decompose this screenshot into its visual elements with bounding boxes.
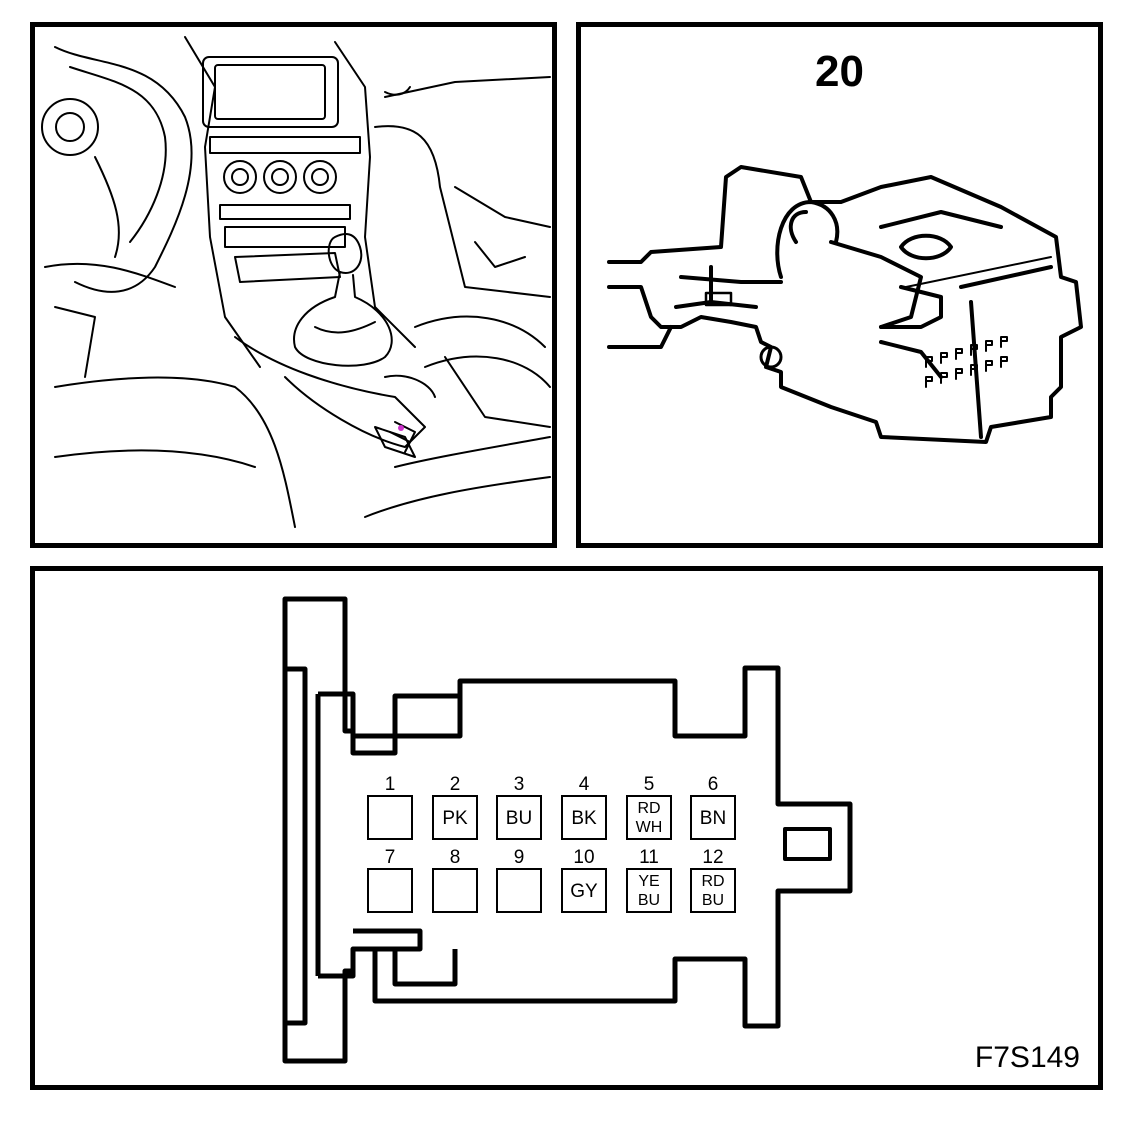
- location-view-panel: [30, 22, 557, 548]
- connector-number: 20: [815, 47, 864, 96]
- pin-number: 1: [385, 774, 396, 795]
- pin-5: 5RD WH: [626, 774, 672, 840]
- connector-face-drawing: [282, 596, 853, 1064]
- wire-color-code: YE: [638, 873, 659, 890]
- pin-8: 8: [432, 847, 478, 913]
- pin-4: 4BK: [561, 774, 607, 840]
- pin-cavity: [561, 795, 607, 840]
- pin-1: 1: [367, 774, 413, 840]
- connector-3d-drawing: [607, 165, 1083, 444]
- pin-cavity: [367, 868, 413, 913]
- pin-cavity: [496, 795, 542, 840]
- wire-color-code: RD: [701, 873, 724, 890]
- wire-color-code: BN: [700, 808, 726, 829]
- pin-number: 7: [385, 847, 396, 868]
- location-marker: [398, 425, 404, 431]
- pin-cavity: [432, 795, 478, 840]
- pin-6: 6BN: [690, 774, 736, 840]
- pin-number: 12: [702, 847, 723, 868]
- pin-cavity: [626, 868, 672, 913]
- wire-color-code: BU: [702, 892, 724, 909]
- pin-cavity: [496, 868, 542, 913]
- pin-number: 8: [450, 847, 461, 868]
- wire-color-code: BK: [571, 808, 597, 829]
- wire-color-code: BU: [638, 892, 660, 909]
- wire-color-code: WH: [636, 819, 663, 836]
- pin-number: 3: [514, 774, 525, 795]
- wire-color-code: BU: [506, 808, 532, 829]
- pin-2: 2PK: [432, 774, 478, 840]
- pin-7: 7: [367, 847, 413, 913]
- pin-cavity: [367, 795, 413, 840]
- pin-number: 10: [573, 847, 594, 868]
- pin-3: 3BU: [496, 774, 542, 840]
- pin-cavity: [432, 868, 478, 913]
- wire-color-code: PK: [442, 808, 468, 829]
- pin-cavity: [690, 795, 736, 840]
- pin-number: 5: [644, 774, 655, 795]
- wire-color-code: GY: [570, 881, 598, 902]
- wire-color-code: RD: [637, 800, 660, 817]
- figure-id: F7S149: [974, 1041, 1080, 1074]
- vehicle-interior-drawing: [41, 36, 551, 528]
- pin-number: 4: [579, 774, 590, 795]
- connector-view-panel: 20: [576, 22, 1103, 548]
- pin-cavity: [626, 795, 672, 840]
- pin-cavity: [561, 868, 607, 913]
- pin-number: 2: [450, 774, 461, 795]
- pin-9: 9: [496, 847, 542, 913]
- pin-number: 9: [514, 847, 525, 868]
- pin-number: 6: [708, 774, 719, 795]
- pin-cavity: [690, 868, 736, 913]
- pin-number: 11: [639, 847, 659, 868]
